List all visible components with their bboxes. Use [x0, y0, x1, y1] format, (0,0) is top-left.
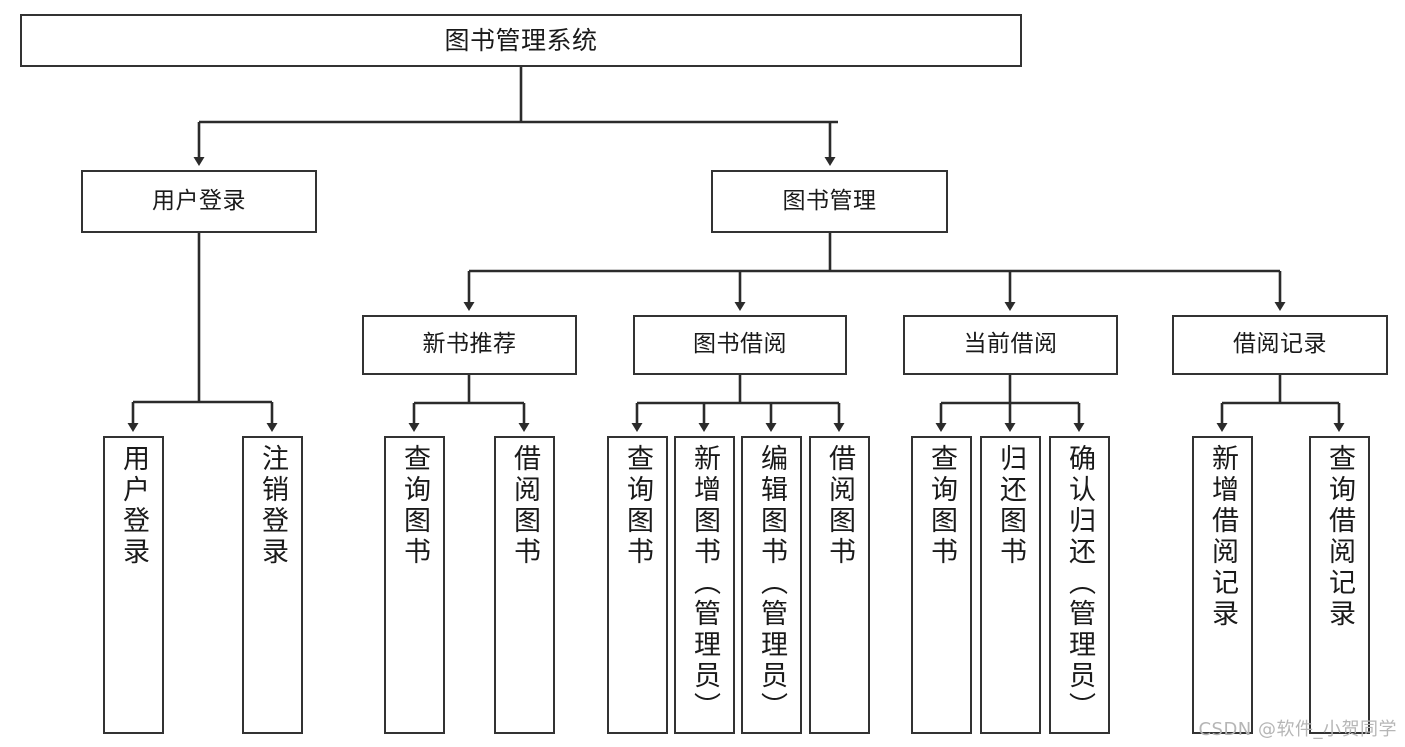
node-label: 查询借阅记录	[1324, 444, 1355, 630]
node-borrow-record[interactable]: 借阅记录	[1172, 315, 1388, 375]
leaf-record-add-record[interactable]: 新增借阅记录	[1192, 436, 1253, 734]
node-label: 查询图书	[399, 444, 430, 568]
node-user-login[interactable]: 用户登录	[81, 170, 317, 233]
leaf-borrow-query-book[interactable]: 查询图书	[607, 436, 668, 734]
node-label: 查询图书	[926, 444, 957, 568]
leaf-user-login-signin[interactable]: 用户登录	[103, 436, 164, 734]
node-label: 新书推荐	[422, 331, 517, 358]
node-label: 图书管理系统	[444, 25, 598, 55]
node-label: 当前借阅	[963, 331, 1058, 358]
leaf-borrow-edit-book-admin[interactable]: 编辑图书（管理员）	[741, 436, 802, 734]
node-label: 借阅记录	[1233, 331, 1327, 358]
node-label: 图书管理	[782, 187, 877, 214]
node-new-book-recommend[interactable]: 新书推荐	[362, 315, 577, 375]
node-label: 归还图书	[995, 444, 1026, 568]
leaf-borrow-borrow-book[interactable]: 借阅图书	[809, 436, 870, 734]
node-label: 编辑图书（管理员）	[756, 444, 787, 723]
node-label: 注销登录	[257, 444, 288, 568]
node-label: 查询图书	[622, 444, 653, 568]
node-label: 用户登录	[118, 444, 149, 568]
node-current-borrow[interactable]: 当前借阅	[903, 315, 1118, 375]
node-label: 图书借阅	[693, 331, 787, 358]
watermark-text: CSDN @软件_小贺同学	[1198, 719, 1397, 740]
node-label: 确认归还（管理员）	[1064, 444, 1095, 723]
node-label: 新增借阅记录	[1207, 444, 1238, 630]
leaf-user-login-signout[interactable]: 注销登录	[242, 436, 303, 734]
leaf-recommend-borrow-book[interactable]: 借阅图书	[494, 436, 555, 734]
node-book-borrow[interactable]: 图书借阅	[633, 315, 847, 375]
leaf-current-confirm-return-admin[interactable]: 确认归还（管理员）	[1049, 436, 1110, 734]
leaf-record-query-record[interactable]: 查询借阅记录	[1309, 436, 1370, 734]
node-label: 用户登录	[152, 187, 246, 214]
leaf-current-query-book[interactable]: 查询图书	[911, 436, 972, 734]
node-book-management[interactable]: 图书管理	[711, 170, 948, 233]
node-label: 借阅图书	[509, 444, 540, 568]
leaf-borrow-add-book-admin[interactable]: 新增图书（管理员）	[674, 436, 735, 734]
node-label: 新增图书（管理员）	[689, 444, 720, 723]
leaf-recommend-query-book[interactable]: 查询图书	[384, 436, 445, 734]
node-root-system[interactable]: 图书管理系统	[20, 14, 1022, 67]
node-label: 借阅图书	[824, 444, 855, 568]
leaf-current-return-book[interactable]: 归还图书	[980, 436, 1041, 734]
